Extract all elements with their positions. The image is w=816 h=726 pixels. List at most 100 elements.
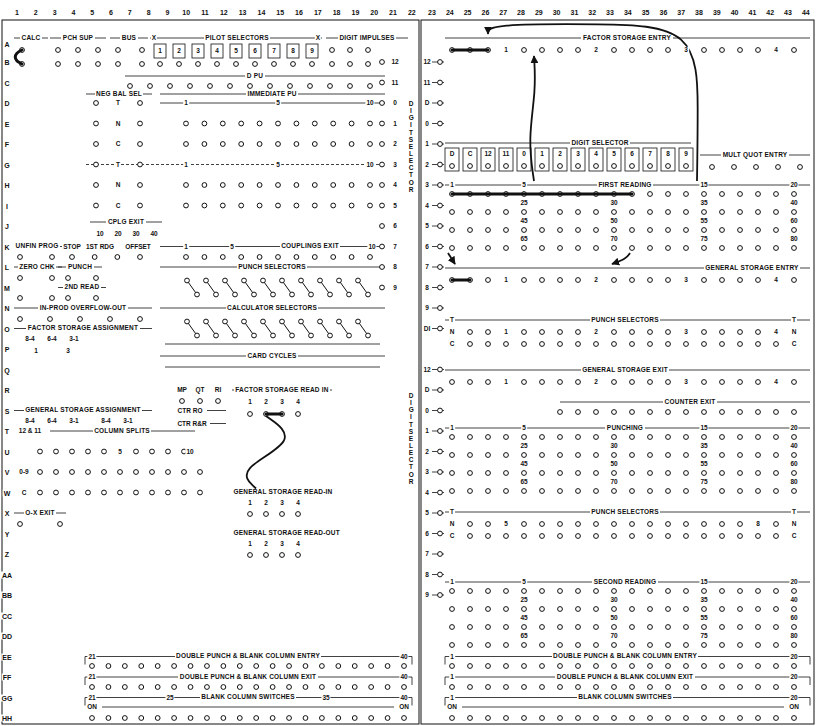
column-number: 30 bbox=[552, 9, 562, 16]
hub bbox=[294, 255, 299, 260]
hub bbox=[380, 60, 385, 65]
hub bbox=[248, 412, 253, 417]
hub bbox=[185, 278, 190, 283]
hub bbox=[257, 183, 262, 188]
hub bbox=[612, 246, 617, 251]
hub bbox=[272, 62, 277, 67]
hub bbox=[630, 435, 635, 440]
hub bbox=[774, 210, 779, 215]
hub bbox=[155, 685, 160, 690]
hub bbox=[720, 228, 725, 233]
section-heading: DOUBLE PUNCH & BLANK COLUMN ENTRY bbox=[552, 653, 699, 660]
hub bbox=[198, 470, 203, 475]
hub bbox=[684, 685, 689, 690]
row-letter: EE bbox=[1, 653, 12, 660]
column-number: 41 bbox=[747, 9, 757, 16]
hub bbox=[58, 522, 63, 527]
hub bbox=[720, 489, 725, 494]
hub bbox=[254, 664, 259, 669]
hub bbox=[310, 62, 315, 67]
hub bbox=[738, 342, 743, 347]
hub-label: 40 bbox=[399, 653, 408, 660]
hub bbox=[522, 48, 527, 53]
hub bbox=[318, 319, 323, 324]
hub-label: 10 bbox=[95, 231, 104, 238]
hub bbox=[702, 716, 707, 721]
hub bbox=[184, 255, 189, 260]
hub-label: 3 bbox=[279, 541, 285, 548]
hub bbox=[380, 142, 385, 147]
hub bbox=[792, 192, 797, 197]
panel-section: DOUBLE PUNCH & BLANK COLUMN EXIT bbox=[445, 673, 810, 689]
bracket bbox=[412, 698, 413, 706]
column-number: 40 bbox=[730, 9, 740, 16]
hub-label: 55 bbox=[699, 615, 708, 622]
hub bbox=[214, 333, 219, 338]
hub bbox=[558, 607, 563, 612]
hub-label: 40 bbox=[399, 694, 408, 701]
section-heading: PUNCH bbox=[66, 264, 93, 271]
hub bbox=[468, 246, 473, 251]
section-heading: COUNTER EXIT bbox=[663, 399, 717, 406]
digit-selector-box bbox=[445, 148, 459, 171]
column-number: 21 bbox=[388, 9, 398, 16]
hub bbox=[368, 203, 373, 208]
hub bbox=[257, 255, 262, 260]
hub bbox=[90, 664, 95, 669]
hub bbox=[438, 511, 443, 516]
hub bbox=[347, 333, 352, 338]
hub bbox=[540, 228, 545, 233]
hub bbox=[756, 228, 761, 233]
hub bbox=[94, 162, 99, 167]
hub bbox=[366, 292, 371, 297]
column-number: 39 bbox=[712, 9, 722, 16]
hub-label: 1 bbox=[247, 399, 253, 406]
hub-label: 45 bbox=[519, 218, 528, 225]
hub bbox=[270, 664, 275, 669]
hub bbox=[540, 342, 545, 347]
hub bbox=[504, 716, 509, 721]
row-letter: J bbox=[4, 223, 10, 230]
digit-selector-box bbox=[499, 148, 513, 171]
hub bbox=[214, 292, 219, 297]
hub bbox=[368, 255, 373, 260]
hub-label: 5 bbox=[275, 161, 281, 168]
hub bbox=[276, 183, 281, 188]
hub bbox=[233, 333, 238, 338]
hub bbox=[576, 380, 581, 385]
hub-label: ON bbox=[86, 704, 98, 711]
hub bbox=[612, 716, 617, 721]
hub bbox=[774, 625, 779, 630]
hub bbox=[468, 625, 473, 630]
hub-label: 70 bbox=[609, 479, 618, 486]
panel-section: GENERAL STORAGE ENTRY bbox=[445, 264, 810, 284]
row-letter: U bbox=[3, 448, 10, 455]
hub bbox=[594, 410, 599, 415]
hub bbox=[504, 471, 509, 476]
hub bbox=[558, 278, 563, 283]
hub bbox=[522, 534, 527, 539]
hub-label: 2 bbox=[593, 379, 599, 386]
hub bbox=[666, 685, 671, 690]
hub bbox=[261, 319, 266, 324]
hub bbox=[86, 470, 91, 475]
hub bbox=[122, 716, 127, 721]
grid-rule bbox=[160, 103, 385, 104]
column-number: 20 bbox=[369, 9, 379, 16]
hub bbox=[468, 228, 473, 233]
hub-label: 5 bbox=[117, 448, 123, 455]
bus-line bbox=[165, 344, 380, 345]
hub bbox=[684, 716, 689, 721]
digit-selector-box bbox=[679, 148, 693, 171]
hub-label: T bbox=[449, 317, 455, 324]
hub-label: 1 bbox=[33, 348, 39, 355]
hub bbox=[276, 255, 281, 260]
hub-label: 25 bbox=[165, 694, 174, 701]
hub bbox=[648, 589, 653, 594]
column-number: 25 bbox=[463, 9, 473, 16]
hub bbox=[684, 435, 689, 440]
hub bbox=[756, 435, 761, 440]
section-heading: ZERO CHK bbox=[18, 264, 57, 271]
hub-label: 2 bbox=[392, 141, 398, 148]
hub bbox=[356, 319, 361, 324]
